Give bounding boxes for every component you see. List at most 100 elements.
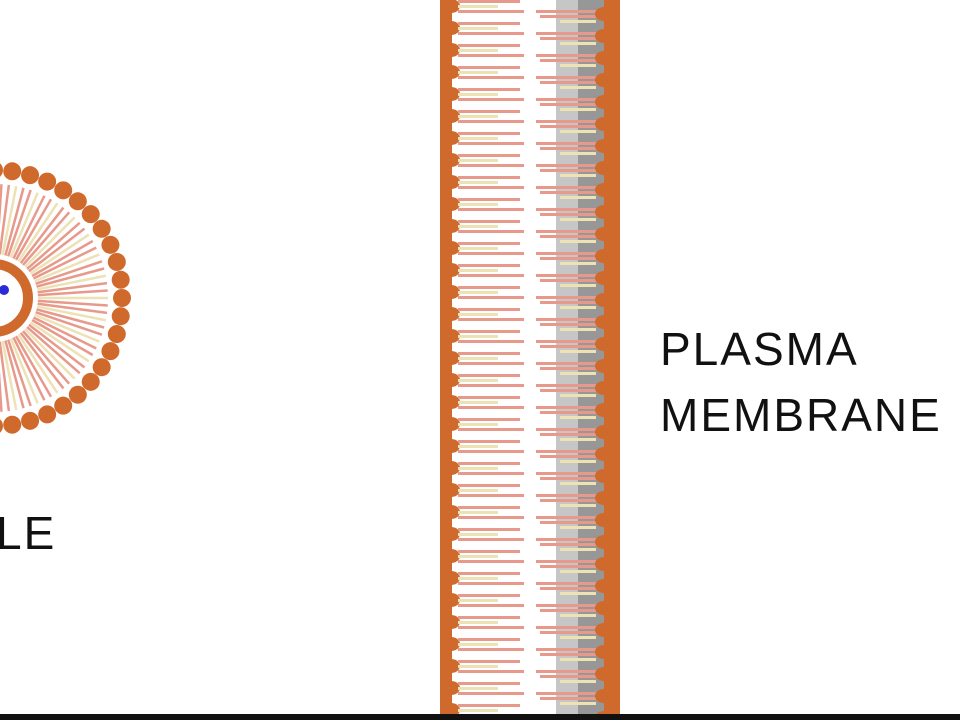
vesicle-lipid-tail: [35, 260, 103, 286]
lipid-tail: [540, 213, 596, 216]
lipid-head: [442, 21, 460, 35]
lipid-tail: [560, 372, 596, 375]
lipid-tail: [560, 658, 596, 661]
lipid-tail: [536, 362, 596, 365]
vesicle-lipid-tail: [4, 187, 25, 256]
vesicle-lipid-tail: [29, 233, 90, 275]
lipid-tail: [540, 609, 596, 612]
vesicle-outer-head: [101, 235, 120, 254]
vesicle-lipid-tail: [36, 308, 105, 329]
lipid-tail: [536, 76, 596, 79]
lipid-tail: [560, 416, 596, 419]
lipid-tail: [458, 352, 520, 355]
lipid-tail: [458, 203, 498, 206]
lipid-head: [595, 359, 613, 373]
lipid-tail: [458, 533, 498, 536]
lipid-tail: [458, 5, 498, 8]
lipid-tail: [540, 125, 596, 128]
lipid-tail: [458, 120, 524, 123]
lipid-tail: [540, 499, 596, 502]
lipid-tail: [458, 313, 498, 316]
lipid-head: [442, 131, 460, 145]
lipid-head: [595, 491, 613, 505]
lipid-tail: [458, 296, 524, 299]
lipid-head: [442, 285, 460, 299]
lipid-tail: [560, 20, 596, 23]
lipid-tail: [458, 692, 524, 695]
lipid-tail: [458, 489, 498, 492]
lipid-tail: [458, 318, 524, 321]
vesicle-lipid-tail: [35, 310, 103, 336]
lipid-tail: [536, 472, 596, 475]
vesicle-lipid-tail: [36, 274, 107, 291]
lipid-tail: [458, 472, 524, 475]
lipid-head: [442, 197, 460, 211]
lipid-head: [595, 645, 613, 659]
lipid-tail: [536, 428, 596, 431]
lipid-head: [442, 65, 460, 79]
vesicle-lipid-tail: [37, 281, 108, 294]
lipid-tail: [560, 64, 596, 67]
vesicle-outer-head: [0, 419, 3, 433]
lipid-tail: [540, 345, 596, 348]
vesicle-lipid-tail: [9, 338, 39, 404]
vesicle-lipid-tail: [29, 321, 90, 363]
lipid-tail: [458, 594, 520, 597]
lipid-tail: [458, 362, 524, 365]
vesicle-blue-marker: [0, 285, 9, 295]
lipid-tail: [540, 521, 596, 524]
outer-head-edge-right: [604, 0, 620, 714]
lipid-head: [442, 703, 460, 717]
lipid-tail: [560, 108, 596, 111]
vesicle-outer-head: [92, 358, 111, 377]
lipid-tail: [536, 406, 596, 409]
vesicle-lipid-tail: [4, 340, 25, 409]
vesicle-outer-head: [111, 270, 130, 289]
vesicle-lipid-tail: [6, 189, 32, 257]
lipid-tail: [540, 15, 596, 18]
lipid-tail: [458, 516, 524, 519]
lipid-head: [442, 153, 460, 167]
lipid-tail: [540, 653, 596, 656]
lipid-tail: [560, 548, 596, 551]
vesicle-lipid-tail: [12, 336, 46, 401]
lipid-tail: [458, 308, 520, 311]
lipid-tail: [560, 482, 596, 485]
lipid-tail: [458, 709, 498, 712]
lipid-tail: [536, 296, 596, 299]
lipid-tail: [458, 384, 524, 387]
lipid-tail: [540, 279, 596, 282]
lipid-head: [442, 351, 460, 365]
lipid-tail: [458, 247, 498, 250]
lipid-tail: [458, 330, 520, 333]
lipid-tail: [458, 406, 524, 409]
lipid-tail: [560, 680, 596, 683]
lipid-tail: [458, 670, 524, 673]
lipid-tail: [536, 32, 596, 35]
lipid-tail: [458, 374, 520, 377]
lipid-tail: [458, 665, 498, 668]
lipid-tail: [458, 340, 524, 343]
lipid-tail: [540, 433, 596, 436]
lipid-tail: [536, 54, 596, 57]
lipid-head: [595, 29, 613, 43]
vesicle-outer-head: [107, 325, 126, 344]
membrane-label-line1: PLASMA: [660, 323, 859, 375]
lipid-tail: [560, 504, 596, 507]
vesicle-outer-head: [3, 162, 22, 181]
lipid-tail: [458, 88, 520, 91]
lipid-tail: [560, 174, 596, 177]
lipid-tail: [560, 42, 596, 45]
vesicle-lipid-tail: [32, 316, 97, 350]
lipid-tail: [458, 110, 520, 113]
vesicle-lipid-tail: [32, 246, 97, 280]
lipid-head: [595, 227, 613, 241]
lipid-tail: [536, 186, 596, 189]
vesicle-lipid-tail: [1, 340, 18, 411]
lipid-tail: [536, 230, 596, 233]
vesicle-lipid-tail: [12, 195, 46, 260]
vesicle-lipid-tail: [34, 253, 100, 283]
lipid-tail: [458, 682, 520, 685]
vesicle-outer-head: [92, 219, 111, 238]
